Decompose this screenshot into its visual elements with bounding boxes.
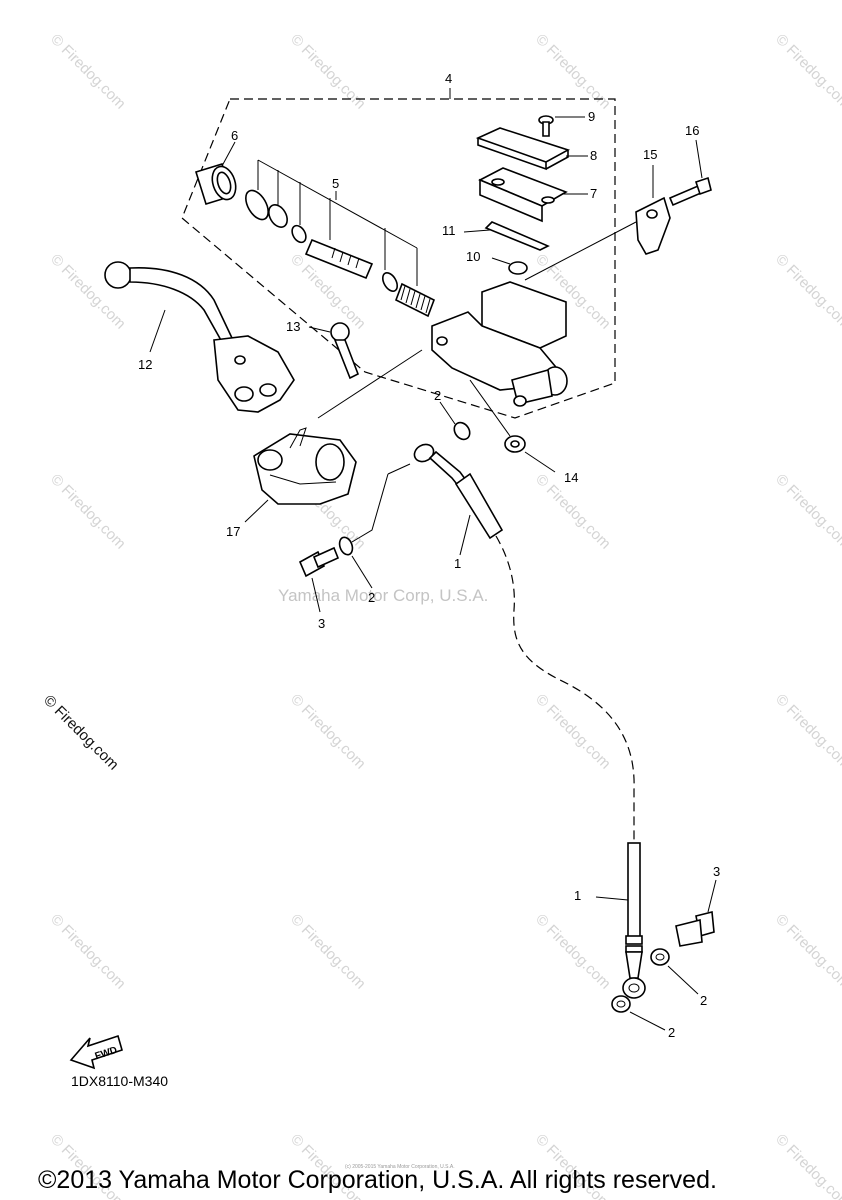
- leader-17-link: [317, 349, 423, 419]
- watermark: © Firedog.com: [772, 691, 842, 773]
- master-cylinder-body: [431, 281, 568, 407]
- callout-1: 1: [574, 888, 581, 903]
- leader-1a: [459, 514, 471, 556]
- washer-part: [338, 536, 354, 556]
- leader-1b: [595, 896, 629, 901]
- leader-14-b: [524, 451, 556, 473]
- pivot-bolt-part: [330, 322, 360, 380]
- callout-4: 4: [445, 71, 452, 86]
- bracket-bolt-part: [668, 176, 712, 207]
- copyright-notice: ©2013 Yamaha Motor Corporation, U.S.A. A…: [38, 1166, 717, 1194]
- callout-12: 12: [138, 357, 152, 372]
- washer-part: [650, 948, 670, 966]
- hose-routing: [495, 535, 635, 845]
- callout-1: 1: [454, 556, 461, 571]
- callout-14: 14: [564, 470, 578, 485]
- callout-2: 2: [434, 388, 441, 403]
- washer-part: [453, 421, 471, 441]
- leader-5: [257, 159, 418, 286]
- callout-3: 3: [318, 616, 325, 631]
- reservoir-plate-part: [478, 167, 568, 223]
- watermark-layer: © Firedog.com © Firedog.com © Firedog.co…: [40, 31, 842, 1200]
- watermark-dark: © Firedog.com: [40, 692, 122, 774]
- watermark: © Firedog.com: [772, 471, 842, 553]
- small-print: (c) 2005-2015 Yamaha Motor Corporation, …: [345, 1164, 455, 1170]
- watermark: © Firedog.com: [47, 471, 129, 553]
- callout-5: 5: [332, 176, 339, 191]
- callout-11: 11: [442, 223, 456, 238]
- union-bolt-part: [298, 546, 340, 578]
- leader-13: [308, 326, 331, 333]
- watermark: © Firedog.com: [287, 691, 369, 773]
- callout-2: 2: [368, 590, 375, 605]
- diagram-code: 1DX8110-M340: [71, 1073, 168, 1089]
- leader-3b: [707, 879, 717, 913]
- watermark: © Firedog.com: [772, 251, 842, 333]
- watermark: © Firedog.com: [772, 1131, 842, 1200]
- float-part: [508, 261, 528, 275]
- hose-link: [351, 463, 411, 543]
- callout-7: 7: [590, 186, 597, 201]
- brake-hose-bottom-fitting: [622, 842, 646, 999]
- callout-9: 9: [588, 109, 595, 124]
- watermark: © Firedog.com: [287, 31, 369, 113]
- fwd-arrow-icon: FWD: [69, 1034, 123, 1070]
- callout-2: 2: [700, 993, 707, 1008]
- callout-2: 2: [668, 1025, 675, 1040]
- mounting-bolt-part: [504, 435, 526, 453]
- leader-17: [244, 499, 269, 523]
- leader-2d: [629, 1011, 666, 1031]
- watermark: © Firedog.com: [532, 691, 614, 773]
- leader-12: [149, 309, 166, 353]
- assembly-outline: [181, 98, 616, 419]
- washer-part: [611, 995, 631, 1013]
- diaphragm-part: [484, 221, 550, 251]
- callout-6: 6: [231, 128, 238, 143]
- brake-lever-part: [104, 261, 295, 413]
- callout-17: 17: [226, 524, 240, 539]
- piston-kit-part: [245, 189, 436, 318]
- leader-2a: [439, 401, 456, 425]
- watermark: © Firedog.com: [47, 31, 129, 113]
- leader-15-link: [524, 221, 637, 281]
- cap-boot-part: [194, 163, 237, 205]
- callout-16: 16: [685, 123, 699, 138]
- leader-10: [491, 257, 511, 265]
- watermark: © Firedog.com: [287, 911, 369, 993]
- watermark: © Firedog.com: [772, 31, 842, 113]
- callout-labels: 1 1 2 2 2 2 3 3 4 5 6 7 8 9 10 11 12 13 …: [138, 71, 720, 1040]
- leader-2b: [351, 555, 373, 589]
- callout-13: 13: [286, 319, 300, 334]
- leader-16: [695, 139, 703, 179]
- callout-10: 10: [466, 249, 480, 264]
- watermark: © Firedog.com: [532, 31, 614, 113]
- leader-2c: [667, 965, 699, 995]
- leader-6: [221, 141, 236, 167]
- reservoir-cap-part: [475, 127, 571, 171]
- holder-clamp-part: [253, 427, 357, 505]
- watermark-center: Yamaha Motor Corp, U.S.A.: [278, 586, 488, 605]
- callout-3: 3: [713, 864, 720, 879]
- leader-3a: [311, 577, 321, 613]
- leader-14: [469, 379, 511, 437]
- leader-11: [463, 229, 491, 233]
- callout-15: 15: [643, 147, 657, 162]
- watermark: © Firedog.com: [532, 911, 614, 993]
- watermark: © Firedog.com: [47, 911, 129, 993]
- watermark: © Firedog.com: [772, 911, 842, 993]
- union-bolt-part: [675, 910, 715, 947]
- brake-hose-top-fitting: [413, 443, 504, 540]
- callout-8: 8: [590, 148, 597, 163]
- screw-part: [538, 115, 554, 137]
- bracket-part: [635, 196, 671, 255]
